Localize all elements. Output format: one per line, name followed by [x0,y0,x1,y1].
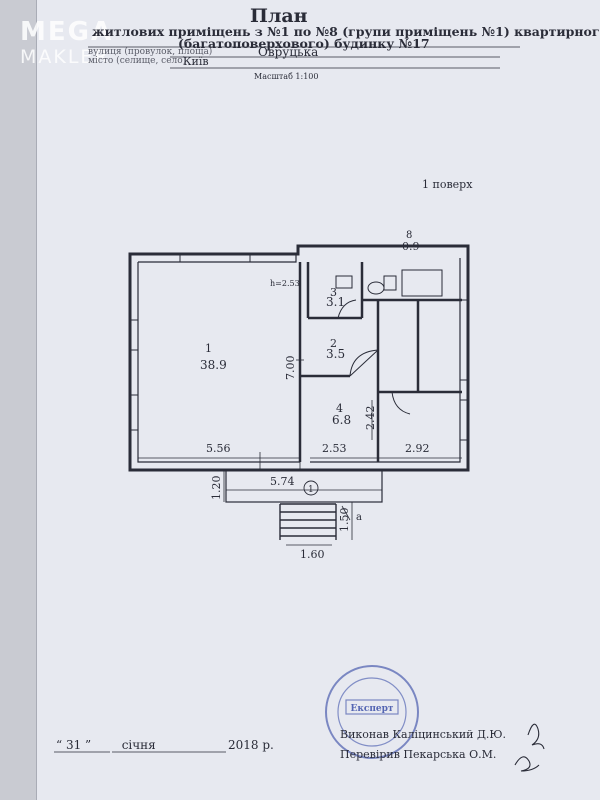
room-1-number: 1 [205,342,212,355]
document-title: План [250,5,308,27]
room-1-area: 38.9 [200,358,227,372]
header-underlines [88,46,520,69]
room-2-area: 3.5 [326,347,345,361]
inner-wall-lines [137,254,461,463]
watermark-logo: MEGA MAKLER [20,18,125,73]
city-name: Київ [183,55,209,68]
window-marks [130,254,468,441]
performed-by: Виконав Каліцинський Д.Ю. [340,728,507,741]
floor-label: 1 поверх [422,178,473,191]
date-day: “ 31 ” січня [56,738,156,752]
date-year: 2018 р. [228,738,274,752]
stamp-text: Експерт [350,704,393,714]
dim-porch-depth: 1.20 [210,476,223,501]
room-4-area: 6.8 [332,413,351,427]
scale-label: Масштаб 1:100 [254,72,319,81]
room-4-number: 4 [336,402,343,415]
dim-wall-height: 7.00 [284,356,297,381]
dim-right-width: 2.92 [405,442,430,455]
dim-stairs-width: 1.60 [300,548,325,561]
stairs [279,503,337,540]
dim-room4-width: 2.53 [322,442,347,455]
section-marker: а [356,512,362,523]
watermark-line1: MEGA [20,17,114,47]
partitions [298,262,462,462]
watermark-line2: MAKLER [20,46,110,68]
room-8-area: 0.9 [402,240,420,253]
date-month: січня [121,738,156,752]
entrance-marker: 1 [308,485,314,495]
expert-stamp: Експерт [325,665,419,759]
dim-stairs-depth: 1.50 [338,508,351,533]
dim-room1-width: 5.56 [206,442,231,455]
door-swings [337,299,411,415]
city-caption: місто (селище, село) [88,56,187,66]
room-3-number: 3 [330,286,337,299]
street-caption: вулиця (провулок, площа) [88,47,213,57]
room-2-number: 2 [330,337,337,350]
outer-walls [128,244,470,472]
bathroom-fixtures [335,269,443,297]
entrance-marker-circle [303,480,319,496]
street-name: Овруцька [258,45,319,59]
dim-porch-width: 5.74 [270,475,295,488]
room-8-number: 8 [406,230,412,241]
ceiling-height: h=2.53 [270,279,300,288]
header-line1: житлових приміщень з №1 по №8 (групи при… [92,24,600,39]
checked-by: Перевірив Пекарська О.М. [340,748,497,761]
dim-room4-height: 2.42 [364,406,377,431]
room-3-area: 3.1 [326,295,345,309]
porch [225,469,383,503]
